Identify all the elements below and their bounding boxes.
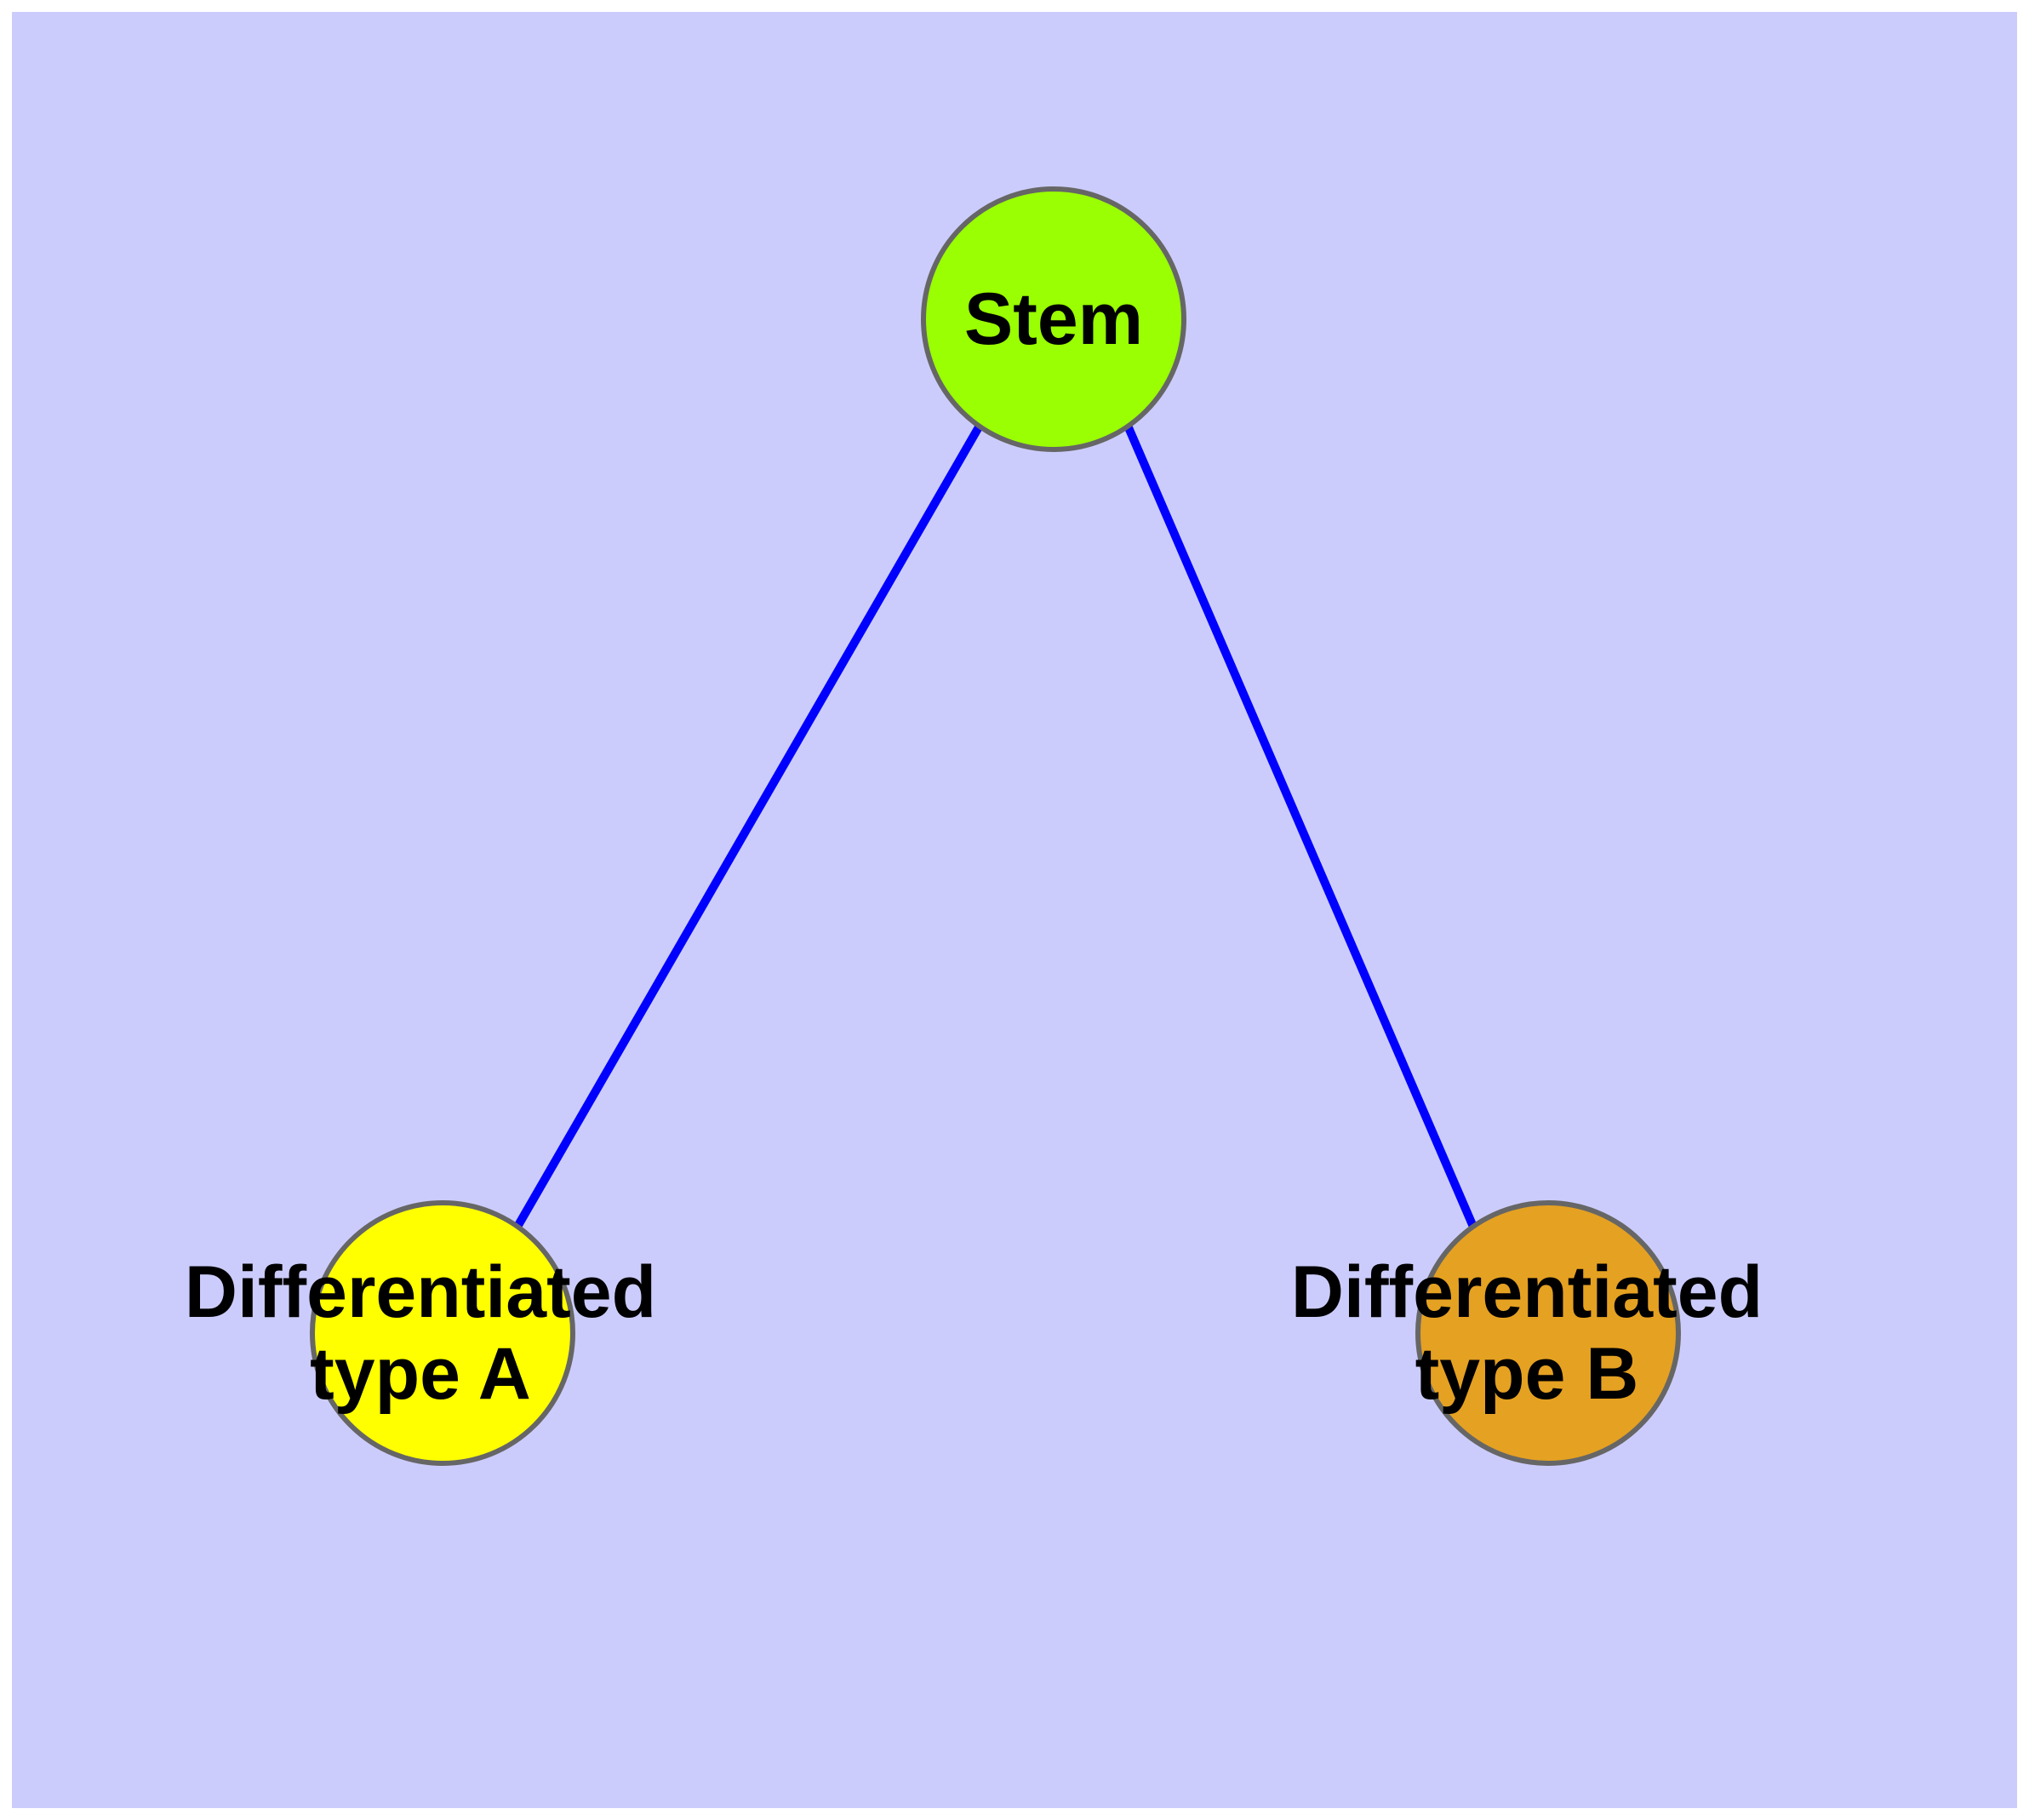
node-label-stem: Stem [964,278,1143,360]
graph-node-diff-b[interactable] [1415,1200,1681,1466]
node-layer [310,186,1681,1466]
node-label-line: Stem [964,278,1143,360]
graph-edge-stem-to-diff-a [513,423,984,1229]
node-label-line: type B [1415,1333,1639,1415]
node-label-line: type A [310,1333,531,1415]
graph-node-stem[interactable] [921,186,1186,452]
graph-node-diff-a[interactable] [310,1200,575,1466]
node-label-line: Differentiated [1291,1251,1763,1333]
graph-edge-stem-to-diff-b [1123,424,1477,1228]
edge-layer [513,423,1477,1229]
node-label-line: Differentiated [185,1251,656,1333]
